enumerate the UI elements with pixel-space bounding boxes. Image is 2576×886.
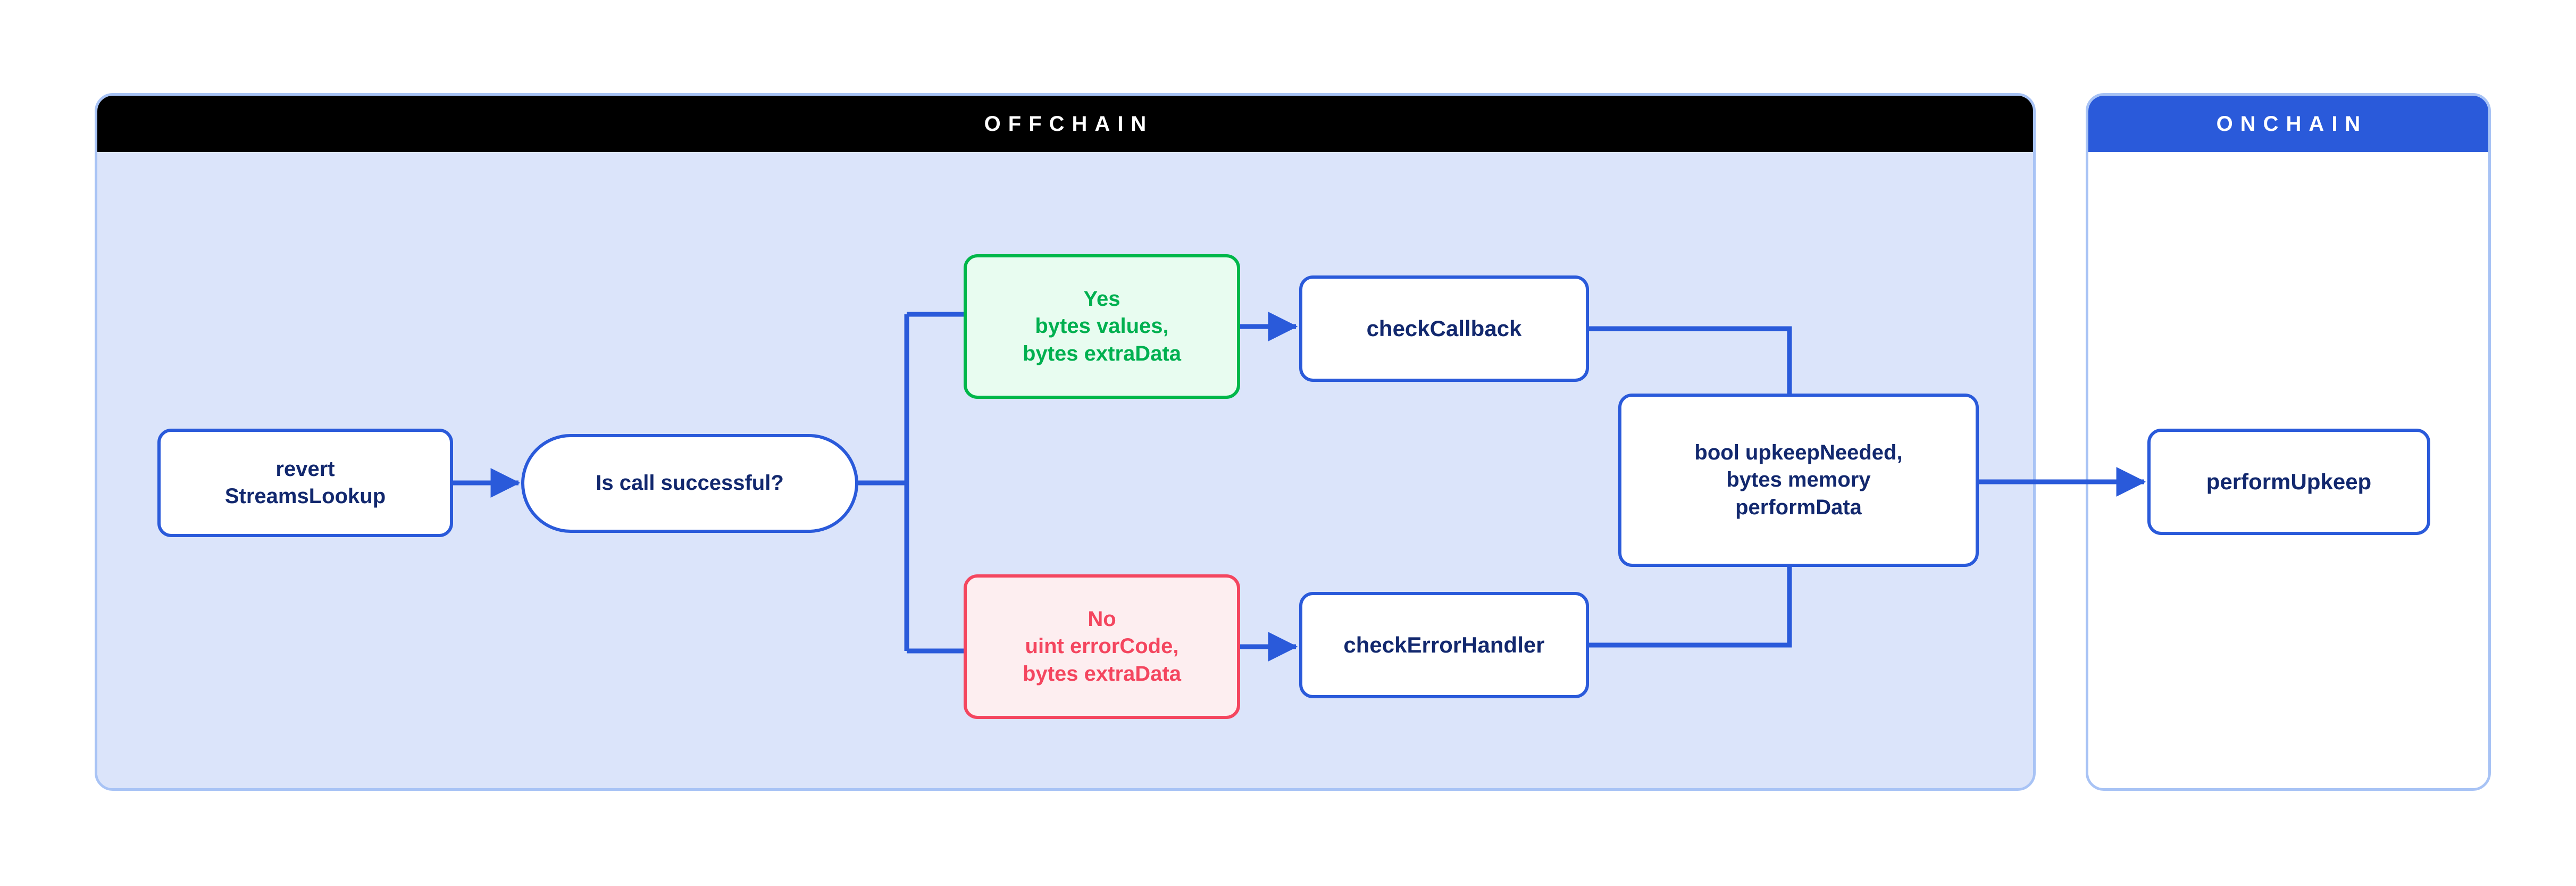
node-is-call-successful[interactable]: Is call successful? [521,434,858,533]
node-checkcallback[interactable]: checkCallback [1299,275,1589,382]
panel-offchain-title: OFFCHAIN [97,96,2033,152]
panel-onchain-title: ONCHAIN [2088,96,2488,152]
node-performupkeep[interactable]: performUpkeep [2147,429,2430,535]
node-checkerrorhandler[interactable]: checkErrorHandler [1299,592,1589,698]
node-bool-upkeepneeded[interactable]: bool upkeepNeeded, bytes memory performD… [1618,394,1979,567]
node-no-branch[interactable]: No uint errorCode, bytes extraData [964,574,1240,719]
node-yes-branch[interactable]: Yes bytes values, bytes extraData [964,254,1240,399]
node-revert-streamslookup[interactable]: revert StreamsLookup [157,429,453,537]
